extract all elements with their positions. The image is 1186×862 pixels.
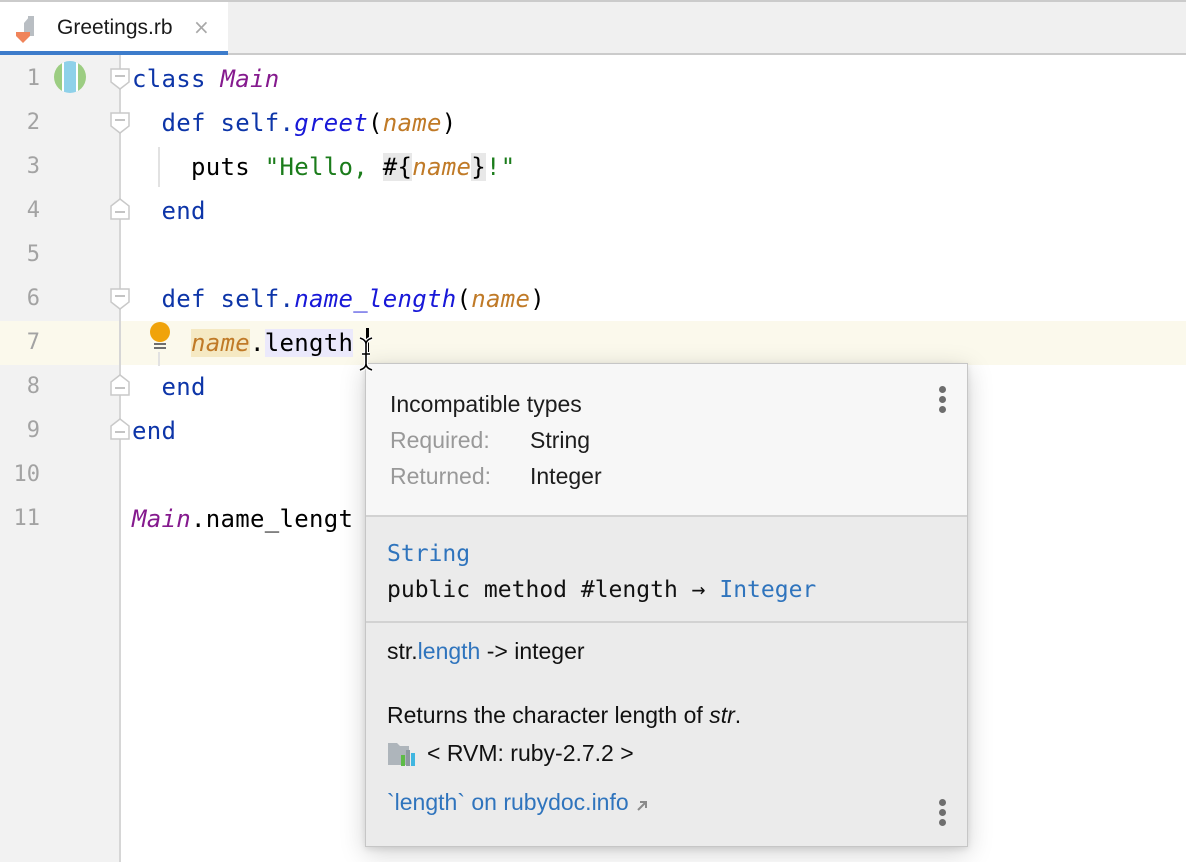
method-name: greet xyxy=(294,109,368,137)
required-value: String xyxy=(530,427,591,453)
right-brace: } xyxy=(471,153,486,181)
return-type-link[interactable]: Integer xyxy=(719,577,817,603)
fold-collapse-icon[interactable] xyxy=(110,112,130,134)
library-row: < RVM: ruby-2.7.2 > xyxy=(387,740,634,767)
signature-line: public method #length → Integer xyxy=(387,577,816,603)
paren: ) xyxy=(530,285,545,313)
left-brace: { xyxy=(397,153,413,181)
editor-tab-bar: Greetings.rb × xyxy=(0,0,1186,55)
keyword: class xyxy=(132,65,206,93)
method-call: .name_lengt xyxy=(191,505,354,533)
string-literal: !" xyxy=(486,153,516,181)
code-line-8[interactable]: end xyxy=(132,365,206,409)
line-number: 5 xyxy=(26,242,40,267)
keyword: end xyxy=(161,373,206,401)
paren: ( xyxy=(456,285,472,313)
external-doc-link-text[interactable]: `length` on rubydoc.info xyxy=(387,789,629,815)
tab-close-icon[interactable]: × xyxy=(193,15,210,39)
self-keyword: self. xyxy=(220,285,295,313)
more-options-icon[interactable] xyxy=(937,799,947,829)
puts-call: puts xyxy=(191,153,265,181)
lightbulb-icon[interactable] xyxy=(148,322,172,354)
parameter: name xyxy=(382,109,442,137)
inspection-section: Incompatible types Required: String Retur… xyxy=(366,364,967,517)
more-options-icon[interactable] xyxy=(937,386,947,416)
keyword: end xyxy=(161,197,206,225)
signature-type-link[interactable]: String xyxy=(387,541,471,567)
synopsis-receiver: str. xyxy=(387,638,418,664)
returned-label: Returned: xyxy=(390,463,492,489)
class-name: Main xyxy=(132,505,191,533)
dot: . xyxy=(250,329,265,357)
ruby-file-icon xyxy=(16,16,34,43)
editor-gutter xyxy=(0,55,120,862)
indent-guide xyxy=(158,147,160,187)
fold-end-icon[interactable] xyxy=(110,374,130,396)
ibeam-cursor-icon xyxy=(359,336,373,372)
code-line-2[interactable]: def self.greet(name) xyxy=(132,101,457,145)
line-number: 10 xyxy=(13,462,41,487)
hash: # xyxy=(382,153,398,181)
fold-collapse-icon[interactable] xyxy=(110,288,130,310)
external-link-arrow-icon xyxy=(636,800,647,811)
method-name: name_length xyxy=(294,285,457,313)
self-keyword: self. xyxy=(220,109,295,137)
class-name: Main xyxy=(220,65,280,93)
code-line-11[interactable]: Main.name_lengt xyxy=(132,497,353,541)
code-line-3[interactable]: puts "Hello, #{name}!" xyxy=(132,145,516,189)
signature-prefix: public method #length → xyxy=(387,577,720,603)
line-number: 3 xyxy=(26,154,40,179)
description-text: Returns the character length of xyxy=(387,702,710,728)
parameter: name xyxy=(412,153,472,181)
line-number: 7 xyxy=(26,330,40,355)
signature-section: String public method #length → Integer xyxy=(366,517,967,623)
string-literal: "Hello, xyxy=(264,153,383,181)
code-line-9[interactable]: end xyxy=(132,409,176,453)
indent-guide xyxy=(158,352,160,366)
keyword: def xyxy=(161,109,206,137)
line-number: 6 xyxy=(26,286,40,311)
keyword: end xyxy=(132,417,177,445)
paren: ( xyxy=(368,109,383,137)
run-gutter-icon[interactable] xyxy=(54,61,86,93)
library-icon xyxy=(388,742,415,766)
parameter: name xyxy=(471,285,531,313)
code-line-1[interactable]: class Main xyxy=(132,57,280,101)
fold-collapse-icon[interactable] xyxy=(110,68,130,90)
gutter-separator xyxy=(119,55,121,862)
paren: ) xyxy=(441,109,457,137)
keyword: def xyxy=(161,285,206,313)
inspection-title: Incompatible types xyxy=(390,391,582,417)
description-period: . xyxy=(734,702,742,728)
doc-synopsis: str.length -> integer xyxy=(387,638,585,665)
method-call-highlighted: length xyxy=(264,329,354,357)
synopsis-method-link[interactable]: length xyxy=(417,638,481,664)
code-line-4[interactable]: end xyxy=(132,189,206,233)
returned-row: Returned: Integer xyxy=(390,463,602,490)
library-label: < RVM: ruby-2.7.2 > xyxy=(427,740,634,766)
tab-label: Greetings.rb xyxy=(57,16,173,39)
fold-end-icon[interactable] xyxy=(110,418,130,440)
required-row: Required: String xyxy=(390,427,590,454)
line-number: 8 xyxy=(26,374,40,399)
quick-doc-popup: Incompatible types Required: String Retur… xyxy=(365,363,968,847)
line-number: 2 xyxy=(26,110,40,135)
line-number: 1 xyxy=(26,66,40,91)
code-line-6[interactable]: def self.name_length(name) xyxy=(132,277,545,321)
synopsis-return: -> integer xyxy=(480,638,585,664)
line-number: 9 xyxy=(26,418,40,443)
code-line-7[interactable]: name.length xyxy=(132,321,354,365)
description-emphasis: str xyxy=(709,702,735,728)
fold-end-icon[interactable] xyxy=(110,198,130,220)
tab-greetings-rb[interactable]: Greetings.rb × xyxy=(0,2,228,55)
required-label: Required: xyxy=(390,427,490,453)
returned-value: Integer xyxy=(530,463,602,489)
interpolation-start: #{ xyxy=(382,153,413,181)
parameter-highlighted: name xyxy=(191,329,250,357)
line-number: 4 xyxy=(26,198,40,223)
external-doc-link[interactable]: `length` on rubydoc.info xyxy=(387,789,649,816)
doc-description: Returns the character length of str. xyxy=(387,702,741,729)
line-number: 11 xyxy=(13,506,41,531)
